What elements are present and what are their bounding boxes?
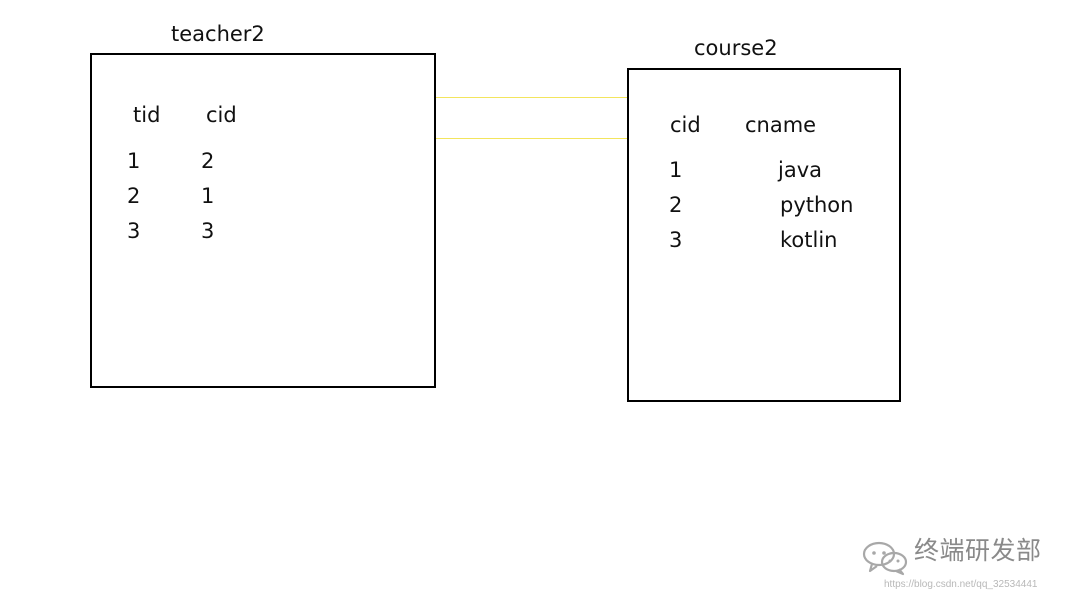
teacher-row-2-tid: 2 <box>127 184 141 208</box>
watermark-url: https://blog.csdn.net/qq_32534441 <box>884 579 1038 590</box>
course-row-3-cid: 3 <box>669 228 683 252</box>
course-row-3-cname: kotlin <box>780 228 838 252</box>
teacher-row-3-tid: 3 <box>127 219 141 243</box>
course-row-2-cid: 2 <box>669 193 683 217</box>
teacher-header-tid: tid <box>133 103 161 127</box>
wechat-logo-icon <box>862 541 908 576</box>
course-row-1-cname: java <box>778 158 822 182</box>
teacher-row-3-cid: 3 <box>201 219 215 243</box>
course-header-cid: cid <box>670 113 701 137</box>
course-table: cid cname 1 java 2 python 3 kotlin <box>627 68 901 402</box>
watermark-brand-name: 终端研发部 <box>914 536 1042 565</box>
teacher-row-1-tid: 1 <box>127 149 141 173</box>
course-table-title: course2 <box>694 36 778 60</box>
teacher-header-cid: cid <box>206 103 237 127</box>
course-header-cname: cname <box>745 113 817 137</box>
watermark: 终端研发部 https://blog.csdn.net/qq_32534441 <box>860 536 1070 596</box>
teacher-row-2-cid: 1 <box>201 184 215 208</box>
teacher-row-1-cid: 2 <box>201 149 215 173</box>
course-row-1-cid: 1 <box>669 158 683 182</box>
course-row-2-cname: python <box>780 193 854 217</box>
teacher-table: tid cid 1 2 2 1 3 3 <box>90 53 436 388</box>
teacher-table-title: teacher2 <box>171 22 265 46</box>
